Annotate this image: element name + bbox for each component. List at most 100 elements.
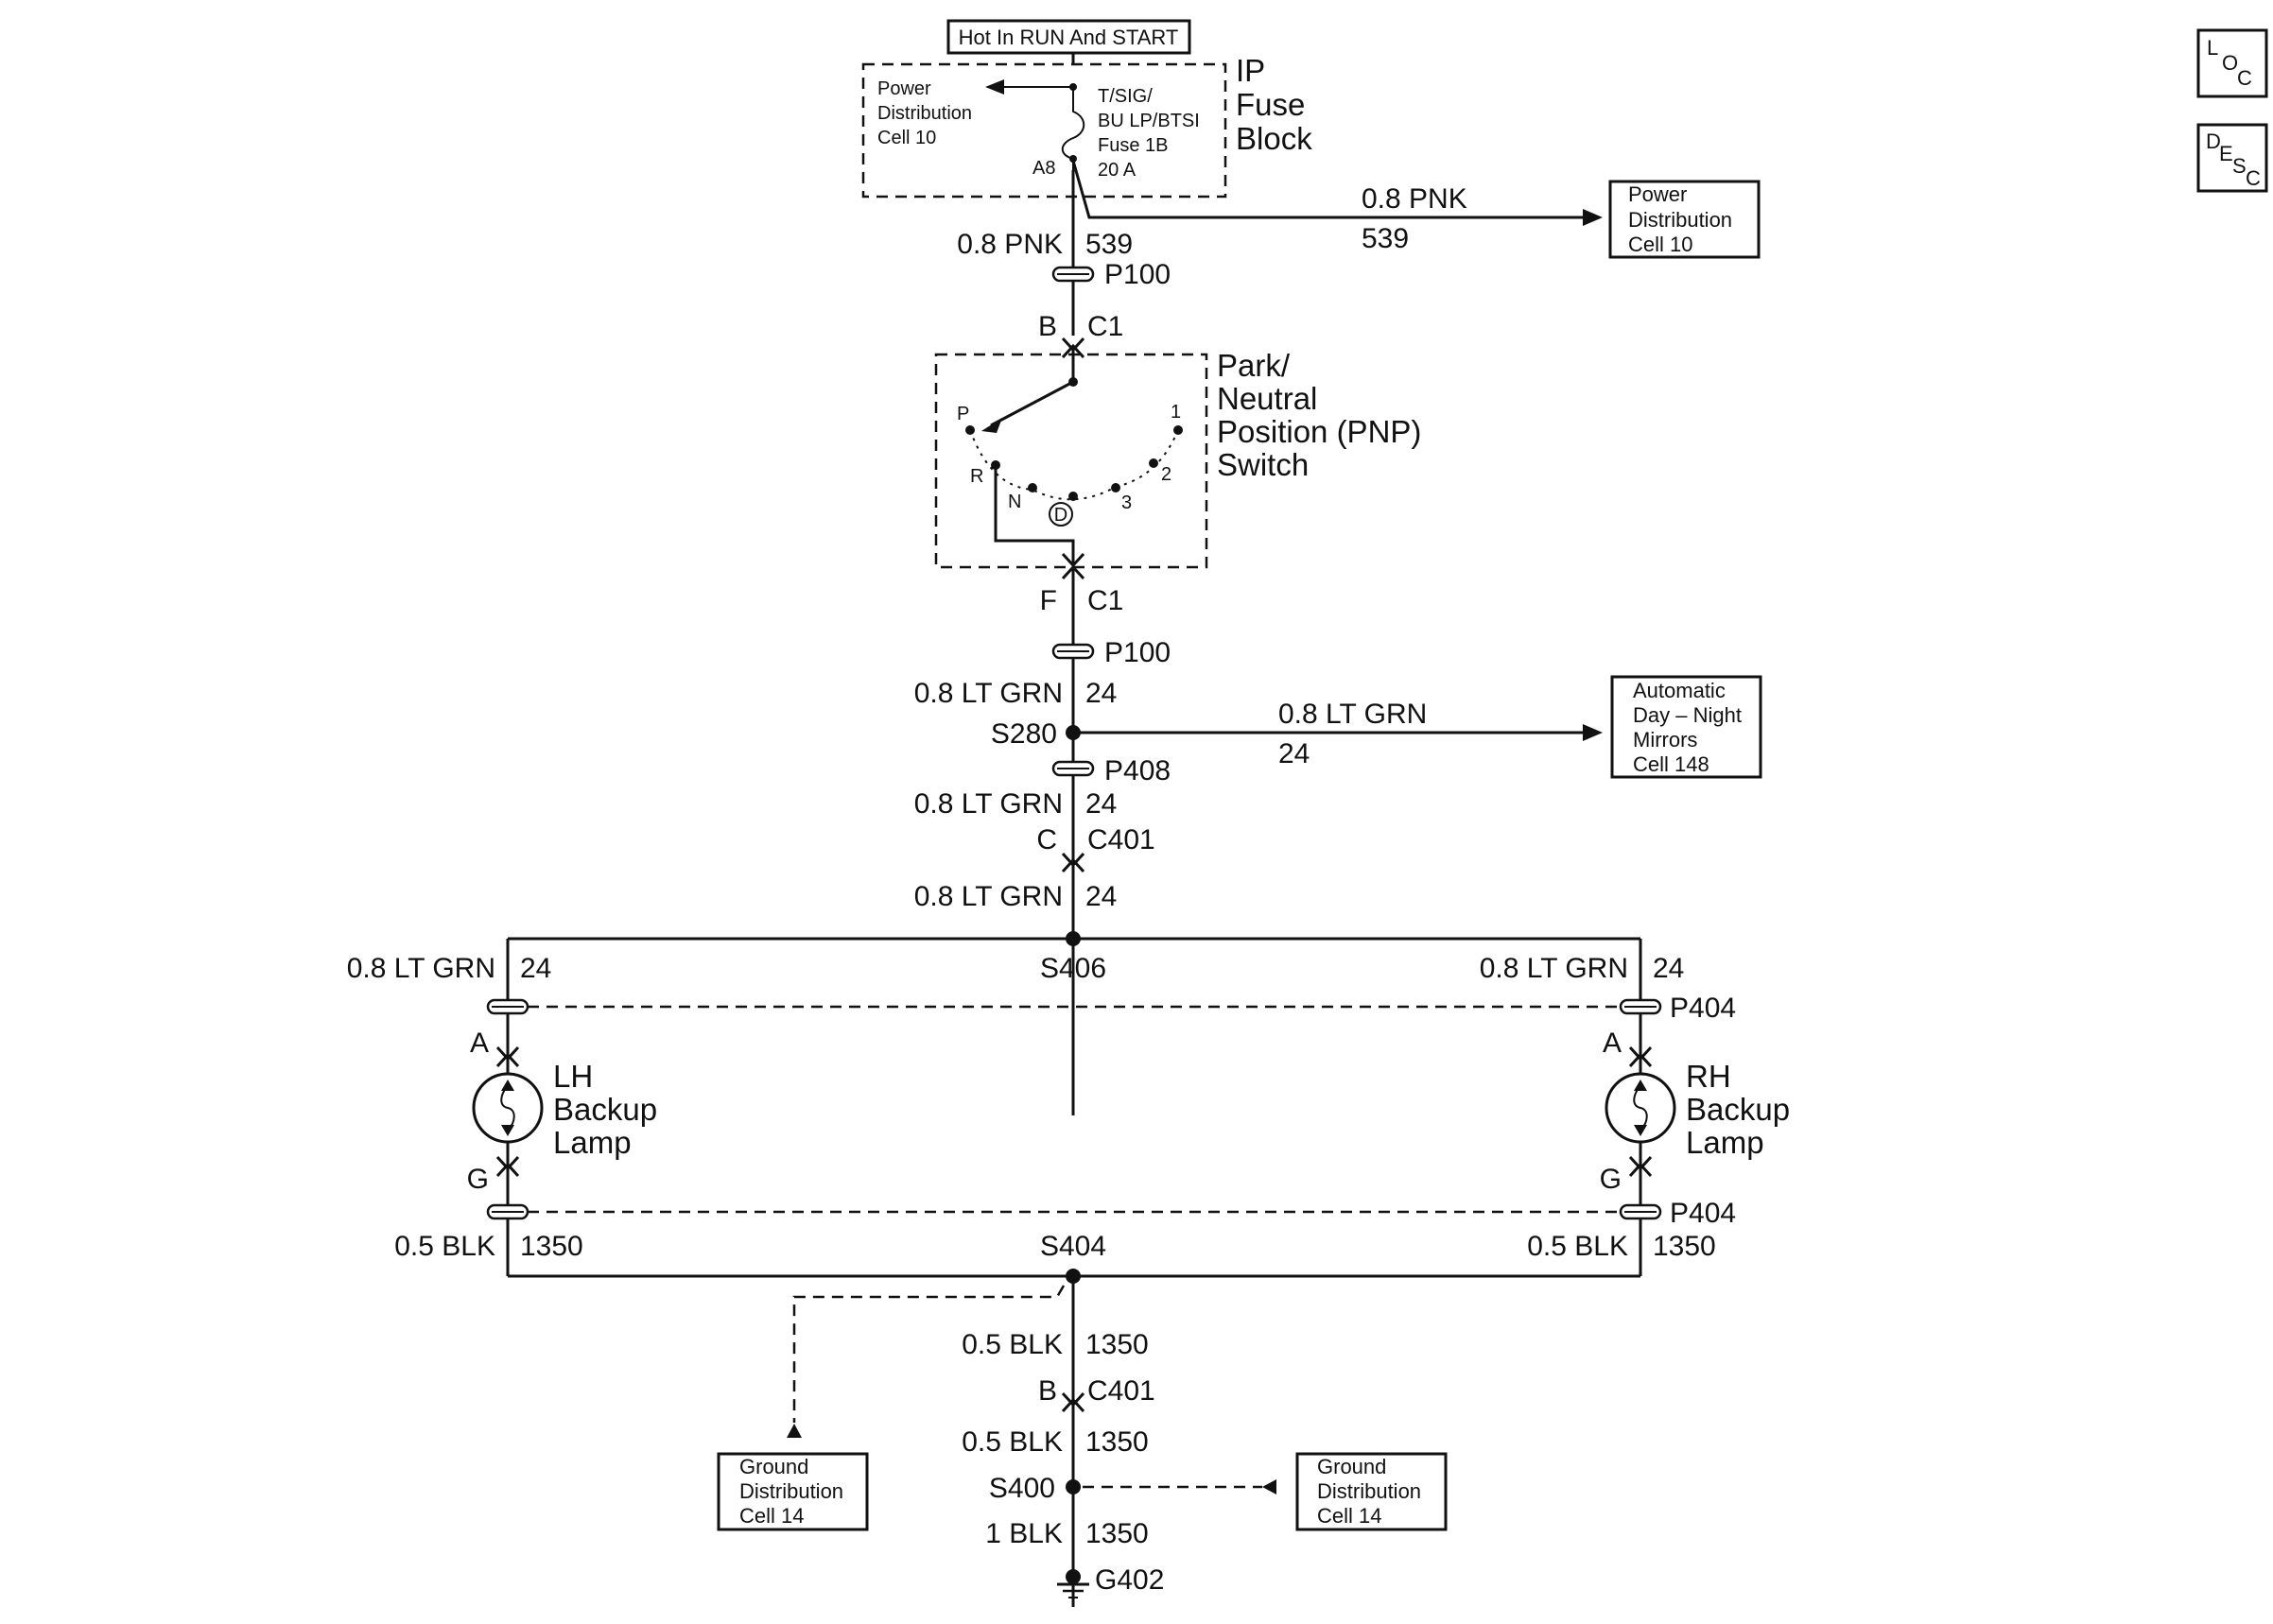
svg-text:Cell 14: Cell 14 [1317, 1504, 1381, 1528]
p404-bottom-label: P404 [1670, 1198, 1736, 1229]
svg-text:Distribution: Distribution [1317, 1479, 1421, 1503]
svg-text:0.8 LT GRN: 0.8 LT GRN [1480, 953, 1628, 984]
lh-backup-lamp-branch: 0.8 LT GRN 24 A LH Backup Lamp G [347, 939, 657, 1276]
svg-text:P100: P100 [1104, 259, 1171, 290]
pnp-out-connector: C1 [1087, 585, 1123, 616]
wire-color-blk-3: 1 BLK [985, 1518, 1063, 1549]
pnp-pos-r: R [970, 466, 983, 487]
pnp-pos-d: D [1054, 505, 1067, 526]
svg-text:L: L [2207, 36, 2218, 60]
pnp-pos-2: 2 [1161, 464, 1171, 485]
svg-text:A: A [1603, 1028, 1622, 1059]
wire-circuit-mirrors: 24 [1278, 738, 1310, 769]
pnp-out-pin: F [1040, 585, 1057, 616]
splice-s400 [1066, 1479, 1081, 1494]
fuse-label-2: BU LP/BTSI [1098, 111, 1200, 131]
svg-text:Cell 14: Cell 14 [739, 1504, 804, 1528]
svg-text:E: E [2219, 142, 2233, 165]
svg-text:D: D [2206, 130, 2221, 153]
wire-color-blk-right: 0.5 BLK [1527, 1231, 1628, 1262]
svg-text:RH: RH [1686, 1059, 1731, 1094]
desc-icon[interactable]: D E S C [2196, 123, 2268, 193]
svg-text:P408: P408 [1104, 755, 1171, 786]
p404-top-label: P404 [1670, 993, 1736, 1024]
auto-day-night-mirrors-box: Automatic Day – Night Mirrors Cell 148 [1610, 675, 1762, 779]
svg-text:Backup: Backup [1686, 1092, 1790, 1127]
svg-text:Day – Night: Day – Night [1633, 703, 1742, 727]
wire-color-ltgrn-2: 0.8 LT GRN [914, 788, 1063, 820]
s406-label: S406 [1040, 953, 1106, 984]
pnp-pos-p: P [957, 404, 969, 424]
wire-color-blk-2: 0.5 BLK [962, 1426, 1063, 1458]
c401-top-pin: C [1036, 824, 1057, 855]
fuse-label-1: T/SIG/ [1098, 86, 1153, 107]
hot-in-run-start-label: Hot In RUN And START [959, 26, 1179, 49]
svg-text:Switch: Switch [1217, 447, 1309, 482]
fuse-block-ref-3: Cell 10 [877, 128, 936, 148]
arrow-left-icon [1262, 1479, 1276, 1494]
wire-circuit-1350-1: 1350 [1085, 1329, 1149, 1360]
pnp-pos-d-circle [1049, 502, 1073, 527]
svg-text:P100: P100 [1104, 637, 1171, 668]
c401-bottom-connector: C401 [1087, 1375, 1155, 1407]
svg-text:A: A [470, 1028, 489, 1059]
svg-text:Cell 10: Cell 10 [1628, 233, 1692, 256]
pnp-pos-3: 3 [1121, 492, 1132, 513]
pnp-switch: Park/ Neutral Position (PNP) Switch P R … [934, 348, 1421, 569]
loc-icon[interactable]: L O C [2196, 28, 2268, 98]
wire-color-mirrors: 0.8 LT GRN [1278, 699, 1427, 730]
p100-connector-bottom: P100 [1051, 637, 1171, 668]
hot-in-run-start-box: Hot In RUN And START [946, 19, 1191, 55]
c401-top-connector: C401 [1087, 824, 1155, 855]
wire-color-ltgrn-3: 0.8 LT GRN [914, 881, 1063, 912]
svg-text:Distribution: Distribution [739, 1479, 843, 1503]
svg-text:O: O [2222, 51, 2238, 75]
arrow-right-icon [1583, 209, 1603, 226]
svg-text:Lamp: Lamp [1686, 1125, 1764, 1160]
svg-text:Ground: Ground [739, 1455, 808, 1478]
wire-circuit-1350-3: 1350 [1085, 1518, 1149, 1549]
p408-connector: P408 [1051, 755, 1171, 786]
svg-text:24: 24 [1653, 953, 1684, 984]
fuse-label-3: Fuse 1B [1098, 135, 1168, 156]
wire-circuit-1350-right: 1350 [1653, 1231, 1716, 1262]
svg-text:24: 24 [520, 953, 551, 984]
wire-color-pnk-right: 0.8 PNK [1362, 183, 1467, 215]
svg-text:Cell 148: Cell 148 [1633, 752, 1709, 776]
ground-icon [1057, 1569, 1089, 1598]
s404-label: S404 [1040, 1231, 1106, 1262]
c401-bottom-pin: B [1038, 1375, 1057, 1407]
pnp-in-pin: B [1038, 311, 1057, 342]
fuse-pin-a8: A8 [1032, 158, 1055, 179]
wire-circuit-24-1: 24 [1085, 678, 1117, 709]
arrow-up-icon [787, 1424, 802, 1438]
svg-text:Mirrors: Mirrors [1633, 728, 1697, 752]
svg-text:Power: Power [1628, 182, 1687, 206]
fuse-label-4: 20 A [1098, 160, 1136, 181]
rh-backup-lamp-branch: 0.8 LT GRN 24 A RH Backup Lamp G [1480, 939, 1790, 1276]
svg-text:C: C [2237, 66, 2252, 90]
wire-circuit-24-3: 24 [1085, 881, 1117, 912]
svg-text:Automatic: Automatic [1633, 679, 1726, 702]
fuse-block-name-1: IP [1236, 53, 1265, 88]
wire-circuit-539: 539 [1085, 229, 1133, 260]
p100-connector-top: P100 [1051, 259, 1171, 290]
wire-color-blk-left: 0.5 BLK [394, 1231, 495, 1262]
wire-color-pnk: 0.8 PNK [957, 229, 1063, 260]
svg-text:C: C [2246, 166, 2261, 190]
svg-text:G: G [1600, 1164, 1622, 1195]
svg-text:G: G [467, 1164, 489, 1195]
svg-text:0.8 LT GRN: 0.8 LT GRN [347, 953, 495, 984]
wire-color-ltgrn-1: 0.8 LT GRN [914, 678, 1063, 709]
pnp-in-connector: C1 [1087, 311, 1123, 342]
pnp-pos-n: N [1008, 492, 1021, 512]
wire-circuit-539-right: 539 [1362, 223, 1409, 254]
fuse-block-ref-2: Distribution [877, 103, 972, 124]
power-distribution-box-right: Power Distribution Cell 10 [1608, 180, 1761, 259]
svg-text:LH: LH [553, 1059, 593, 1094]
wire-circuit-24-2: 24 [1085, 788, 1117, 820]
fuse-symbol [1061, 87, 1085, 170]
svg-text:Neutral: Neutral [1217, 381, 1317, 416]
pnp-pos-1: 1 [1171, 402, 1181, 423]
